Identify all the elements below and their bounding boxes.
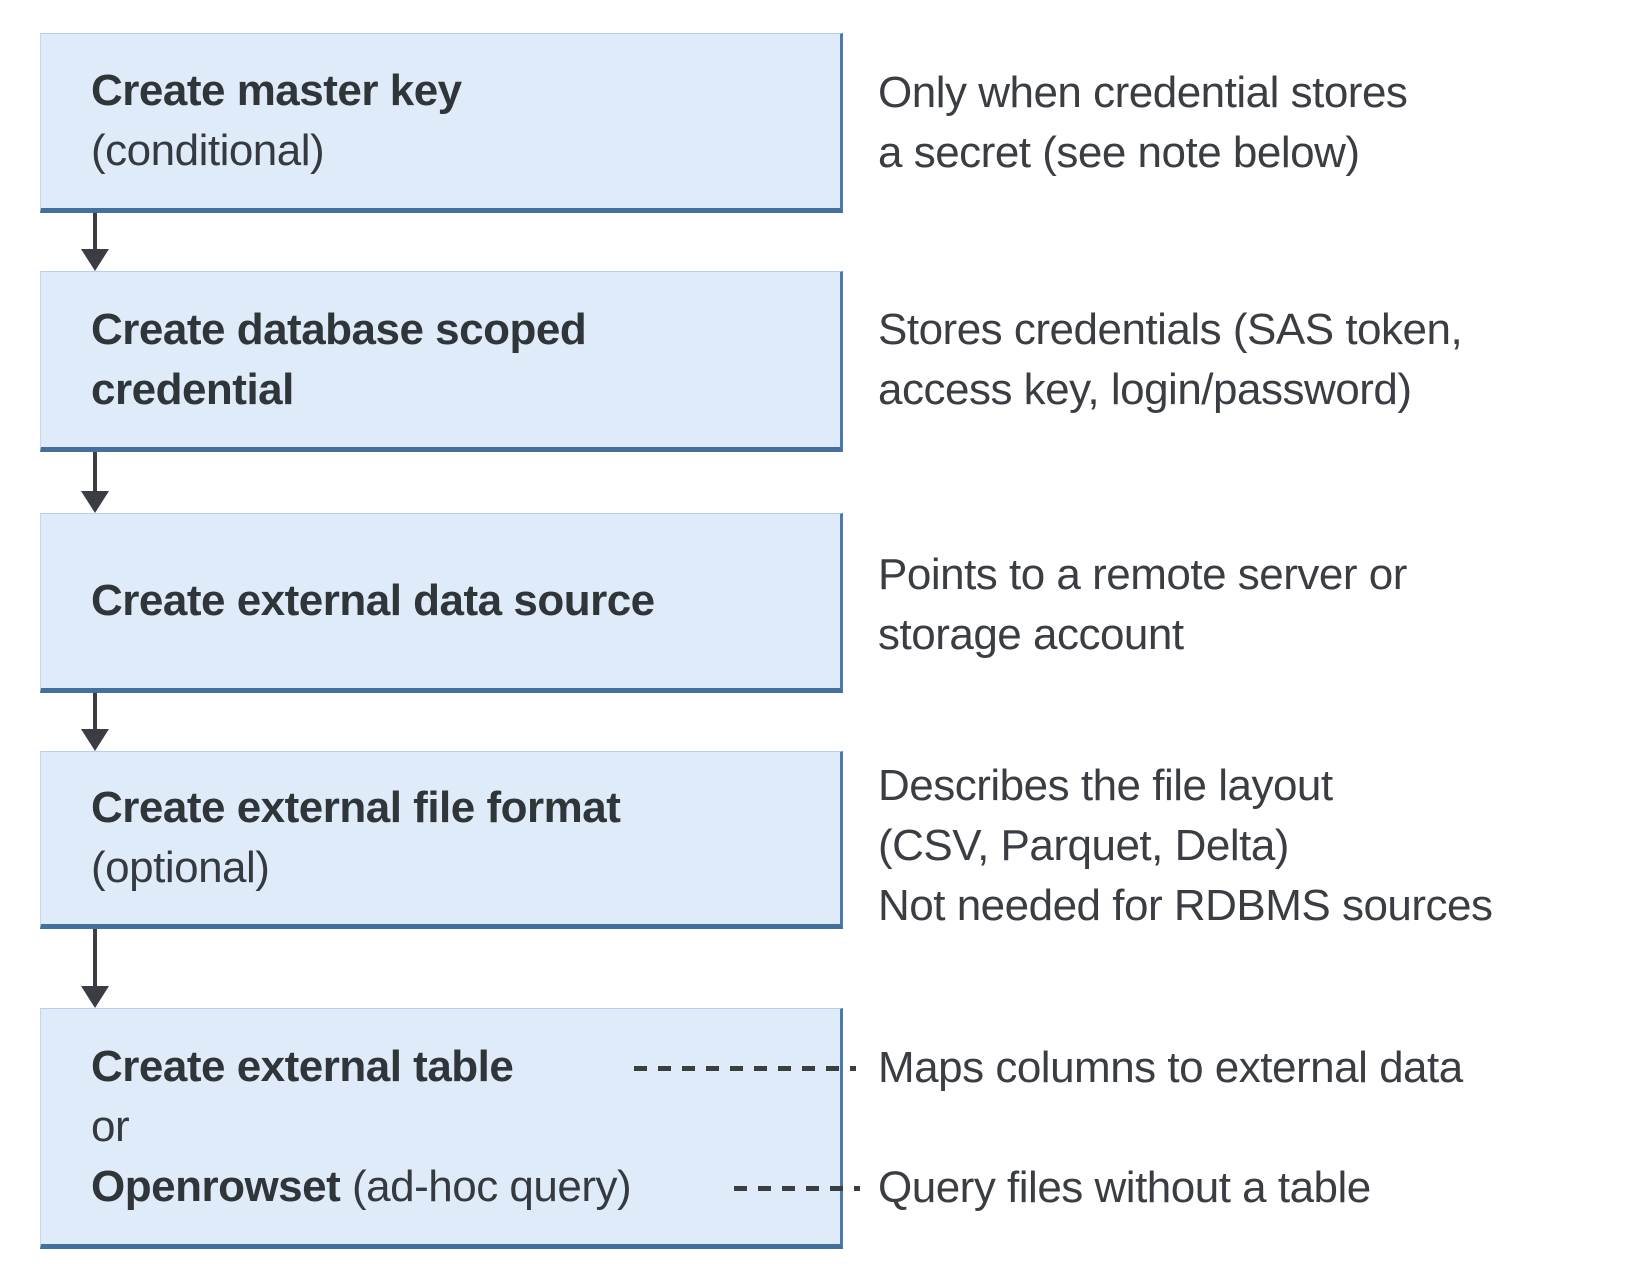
note-line: (CSV, Parquet, Delta) bbox=[878, 821, 1289, 870]
note-line: Maps columns to external data bbox=[878, 1043, 1463, 1092]
step-box-create-external-table-or-openrowset: Create external table or Openrowset (ad-… bbox=[40, 1008, 843, 1249]
step-box-create-external-data-source: Create external data source bbox=[40, 513, 843, 693]
note-line: access key, login/password) bbox=[878, 365, 1412, 414]
note-master-key: Only when credential stores a secret (se… bbox=[878, 63, 1408, 183]
step-box-create-database-scoped-credential: Create database scoped credential bbox=[40, 271, 843, 452]
note-line: Not needed for RDBMS sources bbox=[878, 881, 1493, 930]
arrow-shaft bbox=[93, 213, 97, 251]
step-box-create-master-key: Create master key (conditional) bbox=[40, 33, 843, 213]
arrow-head bbox=[81, 729, 109, 751]
final-option2-title: Openrowset bbox=[91, 1161, 341, 1211]
arrow-shaft bbox=[93, 929, 97, 988]
step-title-text: Create database scoped bbox=[91, 304, 587, 354]
final-option2: Openrowset (ad-hoc query) bbox=[91, 1157, 840, 1217]
note-line: Stores credentials (SAS token, bbox=[878, 305, 1463, 354]
final-separator: or bbox=[91, 1101, 130, 1151]
dashed-connector-icon bbox=[634, 1066, 856, 1071]
step-title: Create external file format bbox=[91, 778, 840, 838]
note-line: Describes the file layout bbox=[878, 761, 1333, 810]
dashed-connector-icon bbox=[734, 1186, 860, 1191]
final-option1-title: Create external table bbox=[91, 1041, 514, 1091]
step-title-text: Create external data source bbox=[91, 576, 655, 625]
step-title-text: credential bbox=[91, 364, 294, 414]
arrow-shaft bbox=[93, 693, 97, 731]
arrow-shaft bbox=[93, 452, 97, 493]
step-title: Create database scoped bbox=[91, 300, 840, 360]
final-option1: Create external table bbox=[91, 1037, 840, 1097]
note-scoped-credential: Stores credentials (SAS token, access ke… bbox=[878, 300, 1463, 420]
arrow-head bbox=[81, 986, 109, 1008]
step-subtitle: (conditional) bbox=[91, 126, 325, 175]
note-openrowset: Query files without a table bbox=[878, 1158, 1371, 1218]
note-external-table: Maps columns to external data bbox=[878, 1038, 1463, 1098]
step-box-create-external-file-format: Create external file format (optional) bbox=[40, 751, 843, 929]
step-title: Create master key bbox=[91, 61, 840, 121]
step-title: Create external data source bbox=[91, 571, 840, 631]
final-option2-suffix: (ad-hoc query) bbox=[340, 1161, 632, 1211]
note-external-data-source: Points to a remote server or storage acc… bbox=[878, 545, 1407, 665]
note-line: Query files without a table bbox=[878, 1163, 1371, 1212]
step-subtitle: (optional) bbox=[91, 843, 270, 892]
flow-arrow-icon bbox=[81, 213, 109, 271]
flow-arrow-icon bbox=[81, 452, 109, 513]
note-external-file-format: Describes the file layout (CSV, Parquet,… bbox=[878, 756, 1493, 936]
step-title-text: Create master key bbox=[91, 66, 462, 115]
flow-arrow-icon bbox=[81, 929, 109, 1008]
arrow-head bbox=[81, 491, 109, 513]
flow-arrow-icon bbox=[81, 693, 109, 751]
step-title: credential bbox=[91, 360, 840, 420]
note-line: storage account bbox=[878, 610, 1184, 659]
note-line: Only when credential stores bbox=[878, 68, 1408, 117]
step-title-text: Create external file format bbox=[91, 783, 621, 832]
note-line: a secret (see note below) bbox=[878, 128, 1360, 177]
note-line: Points to a remote server or bbox=[878, 550, 1407, 599]
arrow-head bbox=[81, 249, 109, 271]
